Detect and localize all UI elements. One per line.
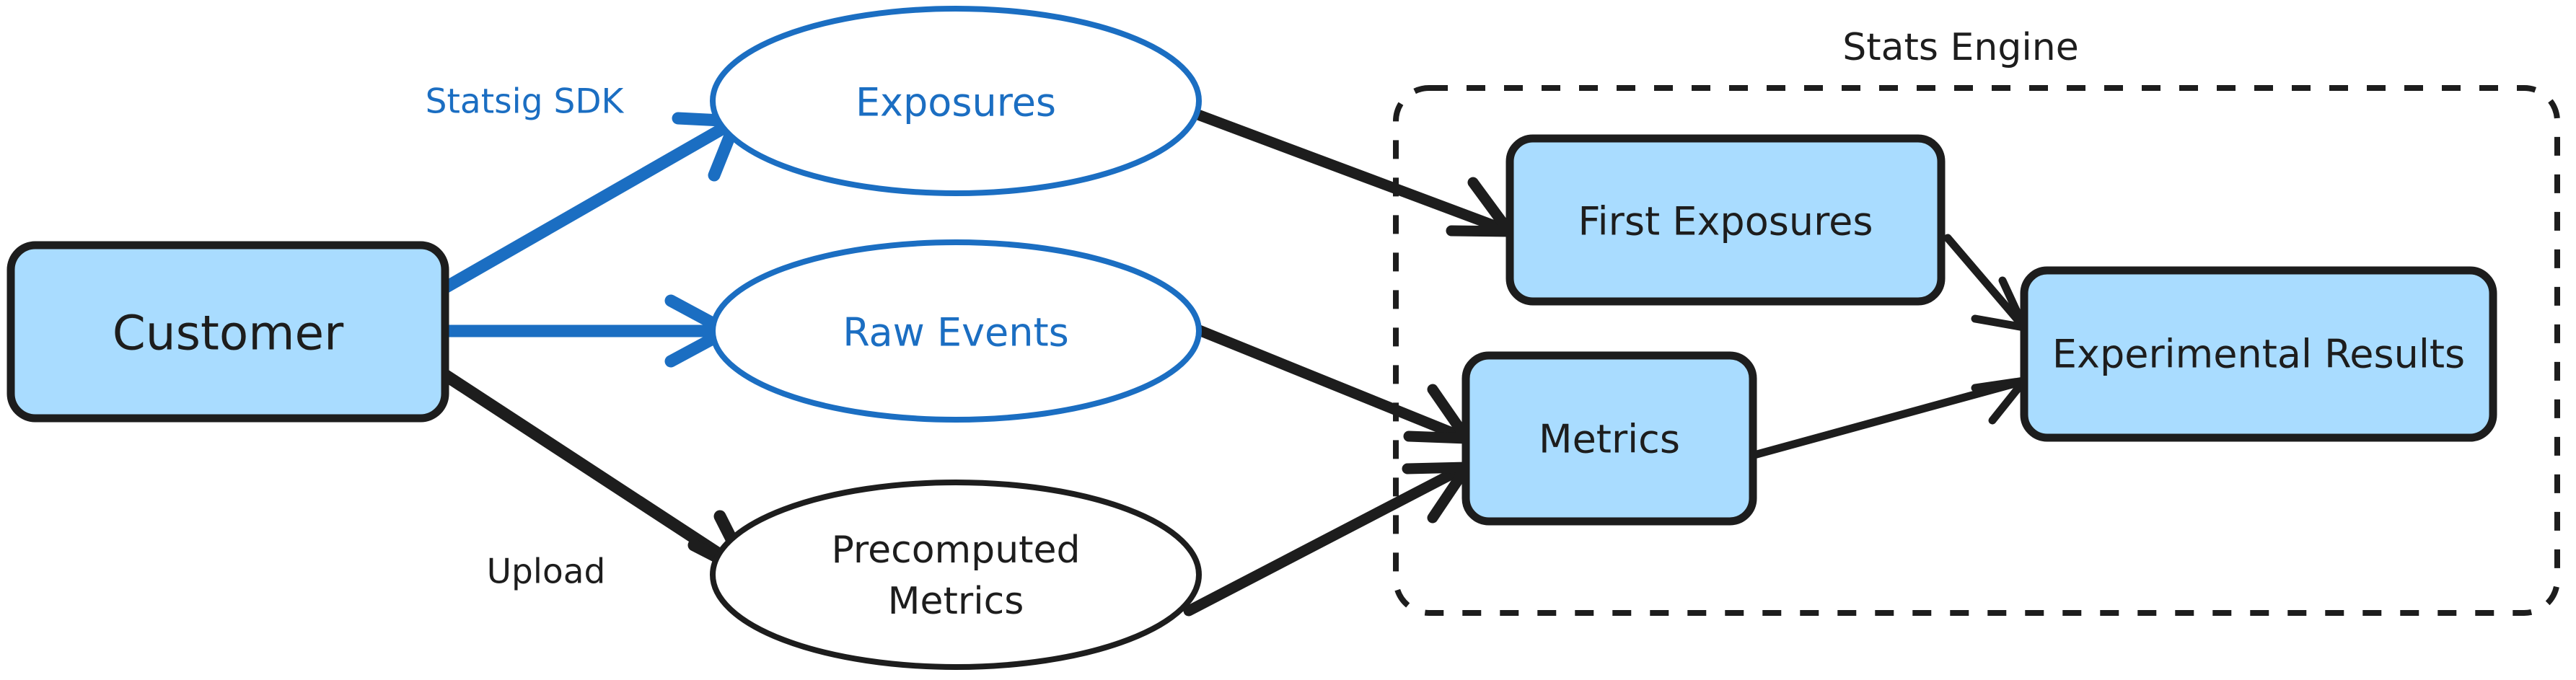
node-metrics[interactable]: Metrics bbox=[1461, 351, 1757, 526]
node-label-precomputed-metrics-line2: Metrics bbox=[888, 580, 1024, 623]
edge-line bbox=[1183, 464, 1467, 617]
edge-precomputed-metrics-to-metrics bbox=[1183, 462, 1472, 617]
node-label-first-exposures: First Exposures bbox=[1578, 199, 1873, 244]
node-raw-events[interactable]: Raw Events bbox=[710, 239, 1202, 423]
edge-metrics-to-results bbox=[1747, 376, 2028, 460]
edge-label-statsig-sdk: Statsig SDK bbox=[426, 82, 625, 122]
arrowhead bbox=[1971, 376, 2028, 425]
cluster-stats-engine: Stats Engine bbox=[1393, 26, 2560, 616]
node-precomputed-metrics[interactable]: Precomputed Metrics bbox=[710, 480, 1202, 670]
edge-first-exposures-to-results bbox=[1943, 234, 2028, 332]
node-customer[interactable]: Customer bbox=[6, 241, 449, 423]
node-label-exposures: Exposures bbox=[856, 80, 1056, 125]
node-exposures[interactable]: Exposures bbox=[710, 6, 1202, 196]
node-label-metrics: Metrics bbox=[1539, 417, 1680, 462]
node-label-customer: Customer bbox=[113, 306, 344, 361]
node-label-experimental-results: Experimental Results bbox=[2052, 332, 2465, 377]
node-shape[interactable] bbox=[1461, 351, 1757, 526]
edge-line bbox=[1188, 322, 1467, 442]
node-shape[interactable] bbox=[2020, 266, 2497, 442]
edge-raw-events-to-metrics bbox=[1188, 322, 1472, 444]
edge-customer-to-raw-events bbox=[439, 294, 734, 368]
node-shape[interactable] bbox=[710, 6, 1202, 196]
node-experimental-results[interactable]: Experimental Results bbox=[2020, 266, 2497, 442]
edge-exposures-to-first-exposures bbox=[1184, 106, 1515, 237]
node-shape[interactable] bbox=[1505, 134, 1946, 306]
edge-customer-to-precomputed-metrics: Upload bbox=[439, 368, 755, 592]
edge-line bbox=[1943, 234, 2024, 327]
edge-line bbox=[1747, 378, 2024, 460]
node-first-exposures[interactable]: First Exposures bbox=[1505, 134, 1946, 306]
edge-line bbox=[439, 118, 737, 294]
node-shape[interactable] bbox=[710, 480, 1202, 670]
node-label-raw-events: Raw Events bbox=[843, 310, 1069, 356]
node-shape[interactable] bbox=[6, 241, 449, 423]
edge-line bbox=[439, 368, 749, 576]
edge-customer-to-exposures bbox=[439, 112, 742, 294]
edge-line bbox=[1184, 106, 1510, 235]
edge-label-upload: Upload bbox=[487, 552, 606, 592]
cluster-title-stats-engine: Stats Engine bbox=[1842, 26, 2079, 69]
node-shape[interactable] bbox=[710, 239, 1202, 423]
node-label-precomputed-metrics-line1: Precomputed bbox=[831, 529, 1080, 572]
